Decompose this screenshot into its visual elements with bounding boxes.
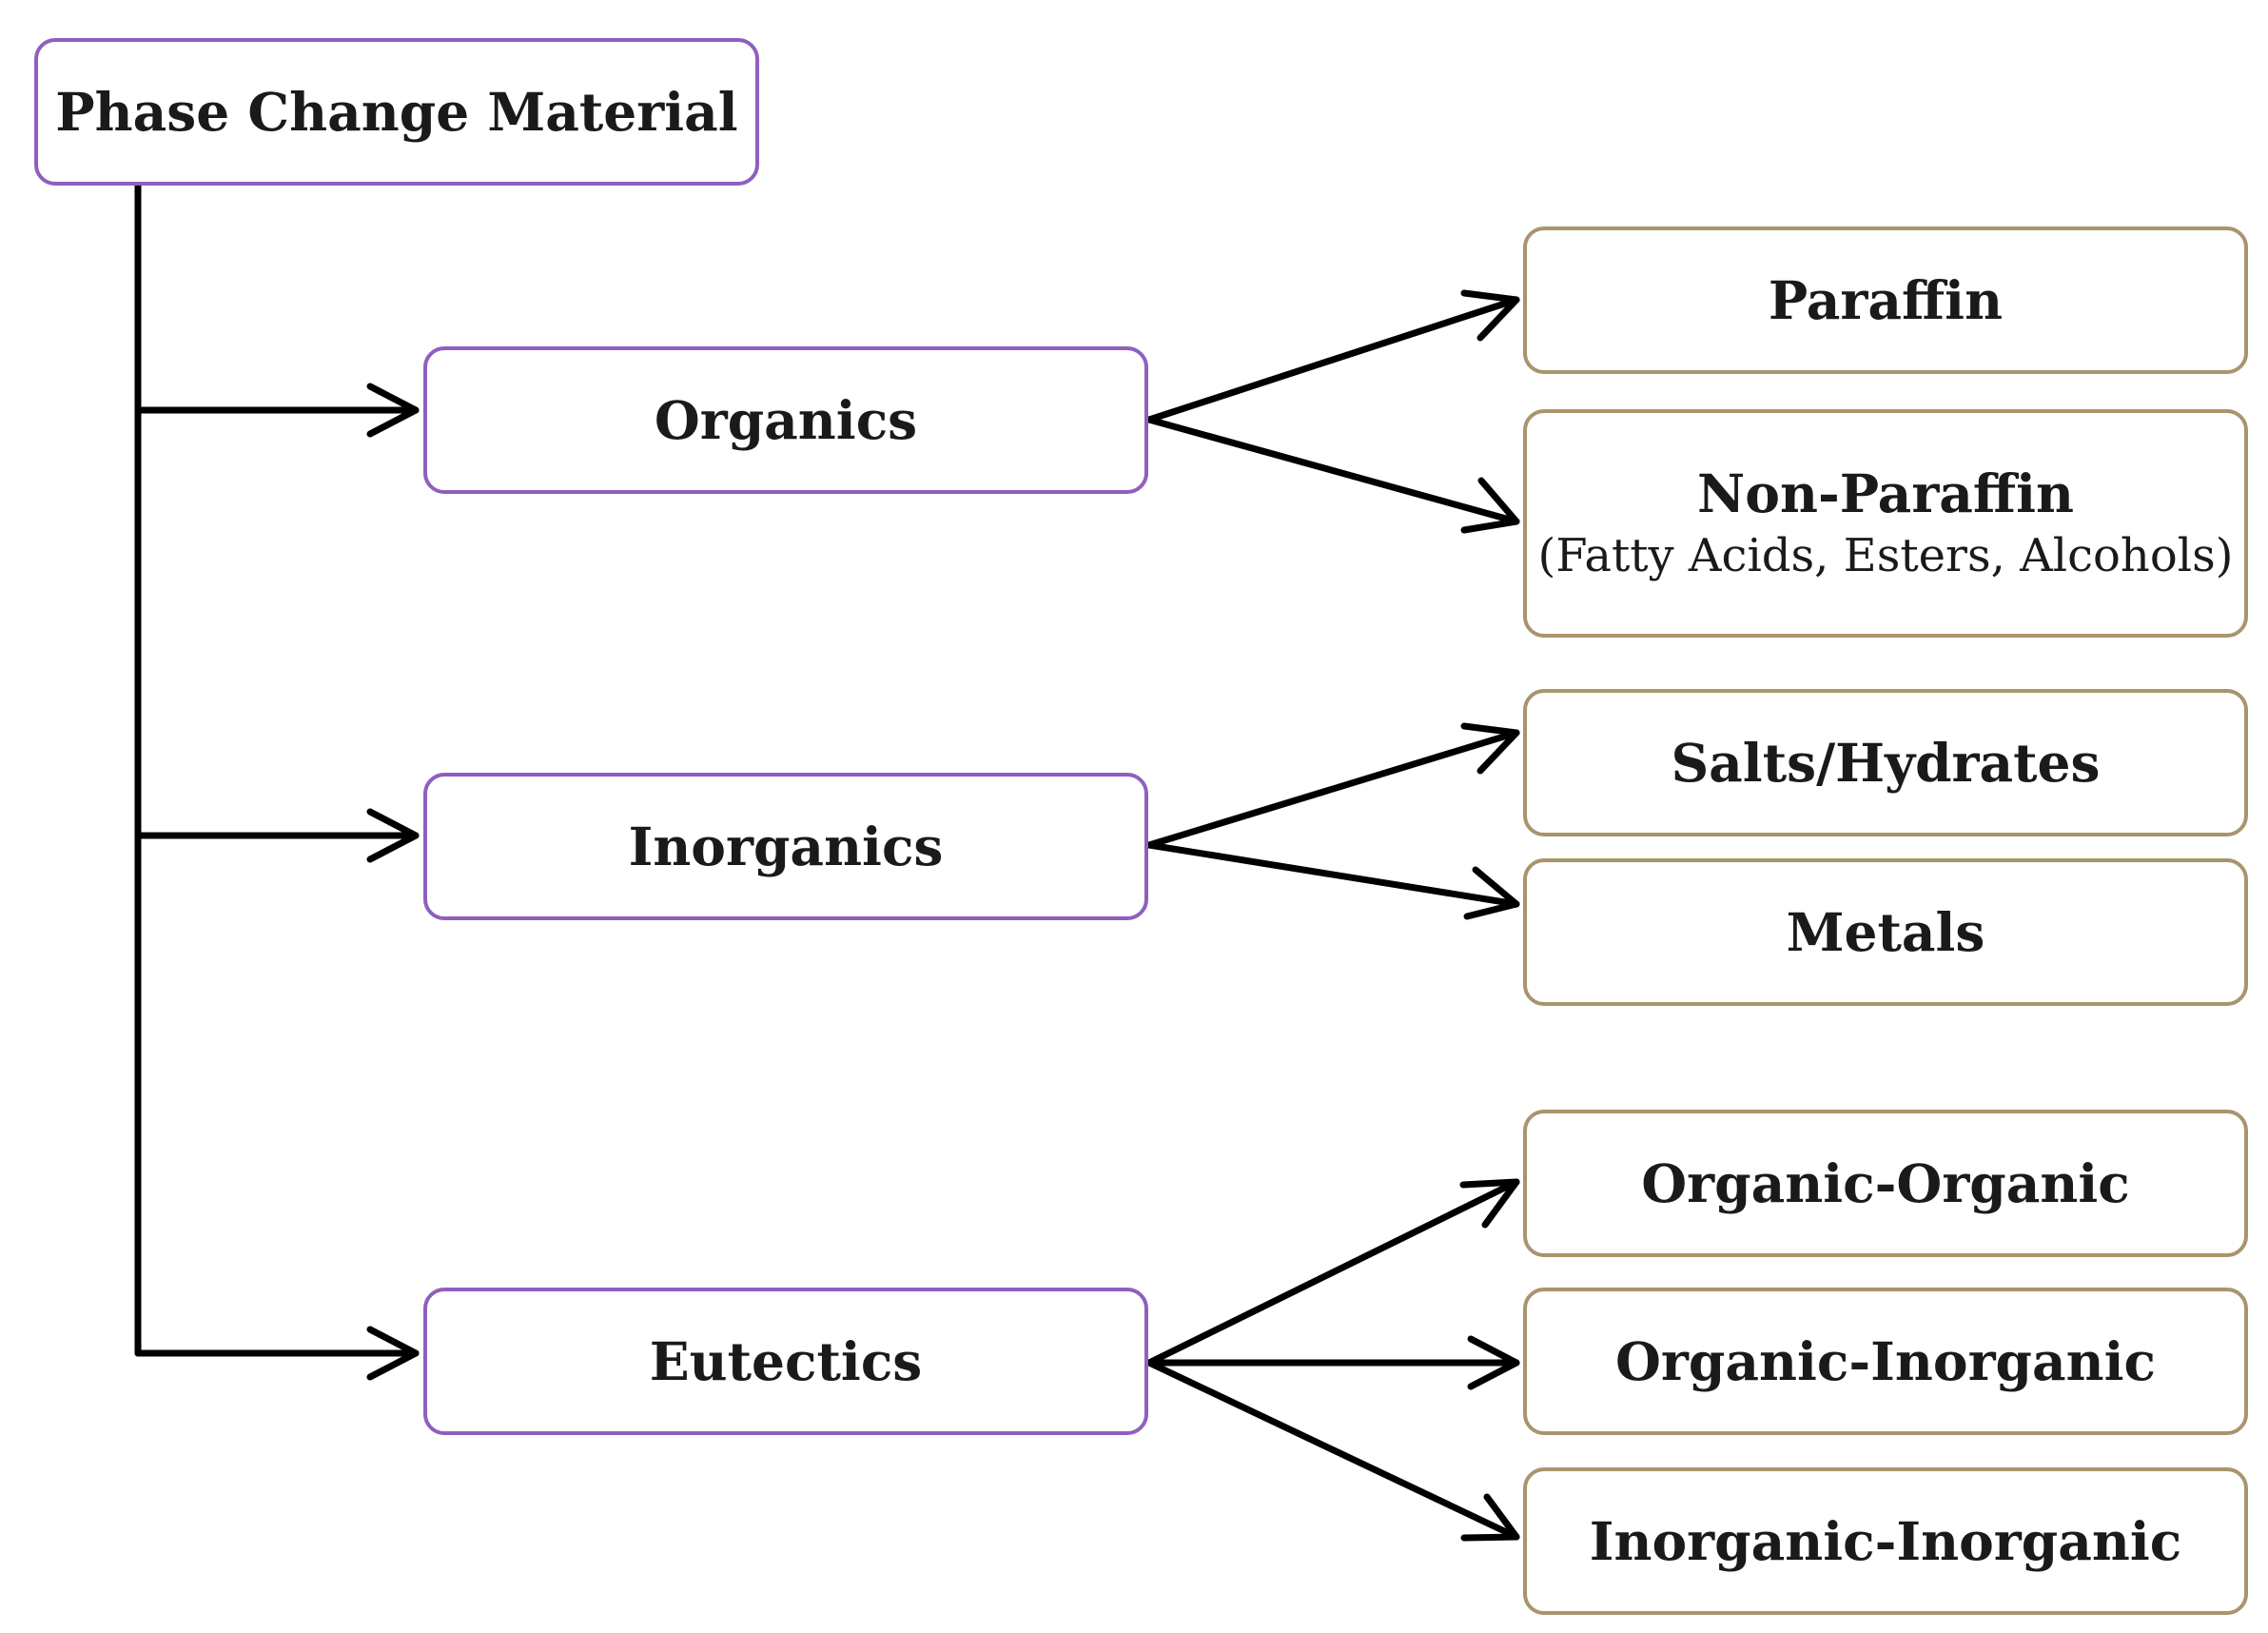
arrow-inorganics-salts (1145, 729, 1520, 849)
arrow-eutectics-inorginorg (1145, 1359, 1520, 1541)
leaf-label-salts-hydrates: Salts/Hydrates (1671, 731, 2101, 794)
arrowhead-metals (1463, 866, 1520, 920)
category-label-organics: Organics (654, 388, 918, 451)
arrowhead-eutectics (366, 1326, 420, 1381)
root-label: Phase Change Material (55, 80, 738, 143)
leaf-node-non-paraffin: Non-Paraffin (Fatty Acids, Esters, Alcoh… (1523, 409, 2248, 638)
arrowhead-inorganics (366, 808, 420, 863)
arrow-organics-nonparaffin (1145, 416, 1520, 525)
category-node-inorganics: Inorganics (423, 773, 1148, 920)
leaf-node-inorganic-inorganic: Inorganic-Inorganic (1523, 1467, 2248, 1615)
leaf-label-metals: Metals (1786, 900, 1985, 963)
leaf-label-paraffin: Paraffin (1768, 268, 2004, 331)
leaf-label-inorganic-inorganic: Inorganic-Inorganic (1589, 1509, 2182, 1572)
arrow-inorganics-metals (1145, 841, 1520, 908)
leaf-node-metals: Metals (1523, 858, 2248, 1006)
root-node: Phase Change Material (34, 38, 759, 186)
arrowhead-paraffin (1460, 289, 1520, 342)
leaf-node-salts-hydrates: Salts/Hydrates (1523, 689, 2248, 836)
arrow-organics-paraffin (1145, 296, 1520, 423)
arrowhead-salts (1460, 722, 1520, 775)
leaf-node-organic-organic: Organic-Organic (1523, 1110, 2248, 1257)
leaf-node-organic-inorganic: Organic-Inorganic (1523, 1288, 2248, 1435)
category-label-eutectics: Eutectics (649, 1329, 923, 1392)
leaf-label-non-paraffin: Non-Paraffin (1697, 462, 2074, 524)
leaf-sublabel-non-paraffin: (Fatty Acids, Esters, Alcohols) (1537, 528, 2234, 582)
leaf-node-paraffin: Paraffin (1523, 226, 2248, 374)
category-label-inorganics: Inorganics (628, 815, 944, 877)
arrowhead-orginorg (1467, 1335, 1520, 1390)
arrowhead-organics (366, 383, 420, 438)
arrowhead-orgorg (1459, 1178, 1520, 1229)
arrowhead-nonparaffin (1460, 477, 1520, 534)
arrow-eutectics-orgorg (1145, 1178, 1520, 1367)
leaf-label-organic-organic: Organic-Organic (1641, 1151, 2130, 1214)
arrowhead-inorginorg (1460, 1493, 1520, 1542)
category-node-organics: Organics (423, 346, 1148, 494)
leaf-label-organic-inorganic: Organic-Inorganic (1614, 1329, 2157, 1392)
category-node-eutectics: Eutectics (423, 1288, 1148, 1435)
